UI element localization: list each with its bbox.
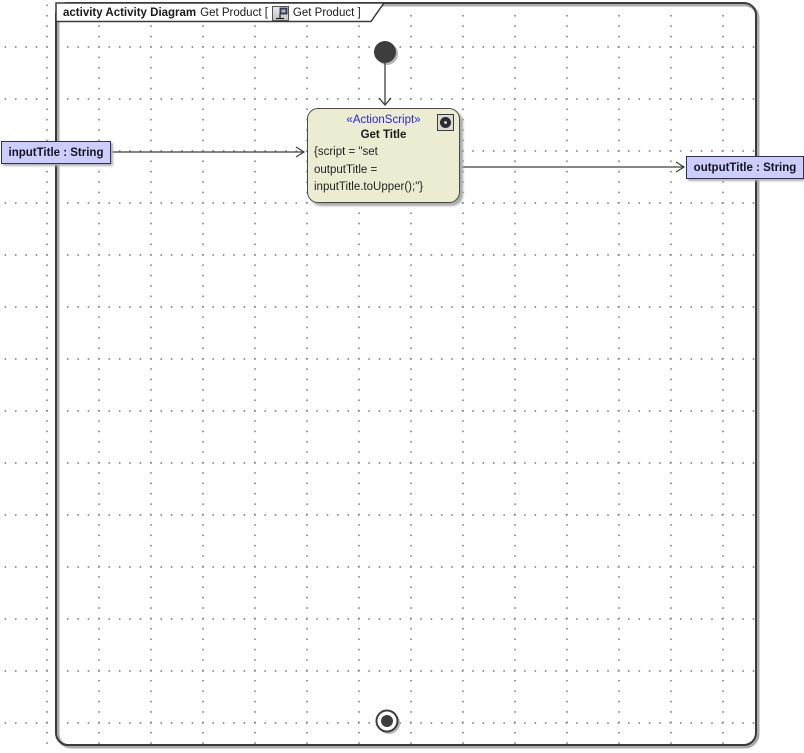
- frame-header-keyword: activity Activity Diagram: [63, 6, 197, 19]
- parameter-node-label: outputTitle : String: [693, 161, 797, 174]
- parameter-node-label: inputTitle : String: [8, 146, 104, 159]
- frame-header-name-right: Get Product ]: [292, 6, 361, 19]
- activity-diagram-icon: [271, 5, 289, 21]
- action-script-body: {script = "set outputTitle = inputTitle.…: [314, 144, 453, 197]
- script-line: inputTitle.toUpper();"}: [314, 181, 424, 193]
- script-gear-icon: [437, 114, 454, 131]
- parameter-node-output-title[interactable]: outputTitle : String: [686, 156, 804, 179]
- action-stereotype: «ActionScript»: [346, 114, 421, 126]
- parameter-node-input-title[interactable]: inputTitle : String: [1, 141, 111, 164]
- action-node-get-title[interactable]: «ActionScript» Get Title {script = "set …: [307, 108, 460, 203]
- frame-header-name-left: Get Product [: [200, 6, 268, 19]
- frame-header[interactable]: activity Activity Diagram Get Product [ …: [63, 5, 361, 21]
- action-title: Get Title: [360, 129, 407, 141]
- script-line: {script = "set: [314, 146, 378, 158]
- script-line: outputTitle =: [314, 163, 378, 176]
